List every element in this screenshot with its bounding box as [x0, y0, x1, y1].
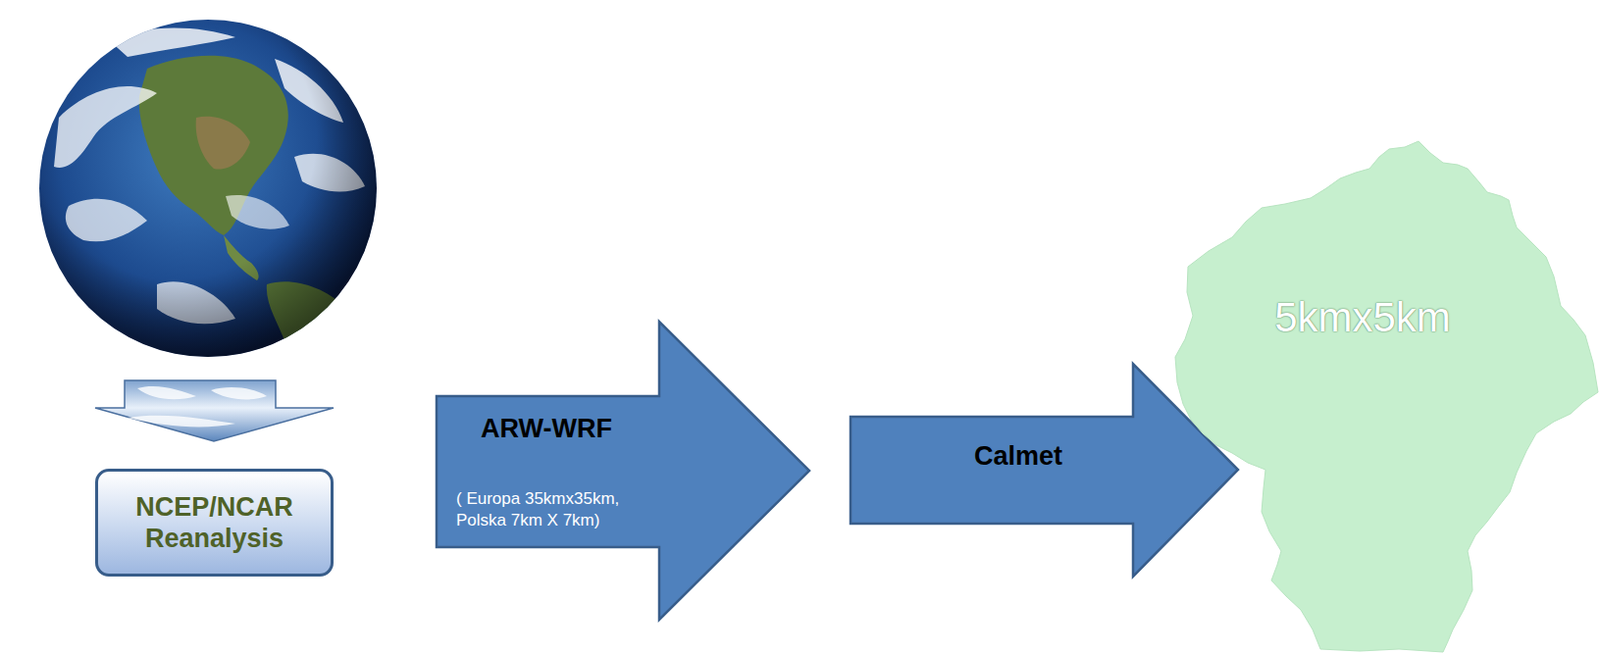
model-name: ARW-WRF — [480, 412, 613, 445]
grid-resolution: 5kmx5km — [1274, 293, 1451, 343]
region-map: 5kmx5km — [1173, 139, 1600, 654]
model-name: Calmet — [974, 440, 1063, 472]
reanalysis-box: NCEP/NCAR Reanalysis — [95, 468, 334, 577]
region-map-shape — [1173, 139, 1600, 654]
model-arrow-shape — [435, 319, 812, 622]
cloud-texture — [127, 386, 267, 428]
down-arrow — [95, 380, 334, 442]
resolution-note: ( Europa 35kmx35km, Polska 7km X 7km) — [456, 488, 658, 532]
model-arrow: ARW-WRF ( Europa 35kmx35km, Polska 7km X … — [435, 319, 812, 622]
image-ground — [0, 0, 407, 398]
earth-globe — [39, 19, 377, 366]
source-label: NCEP/NCAR Reanalysis — [103, 491, 325, 556]
